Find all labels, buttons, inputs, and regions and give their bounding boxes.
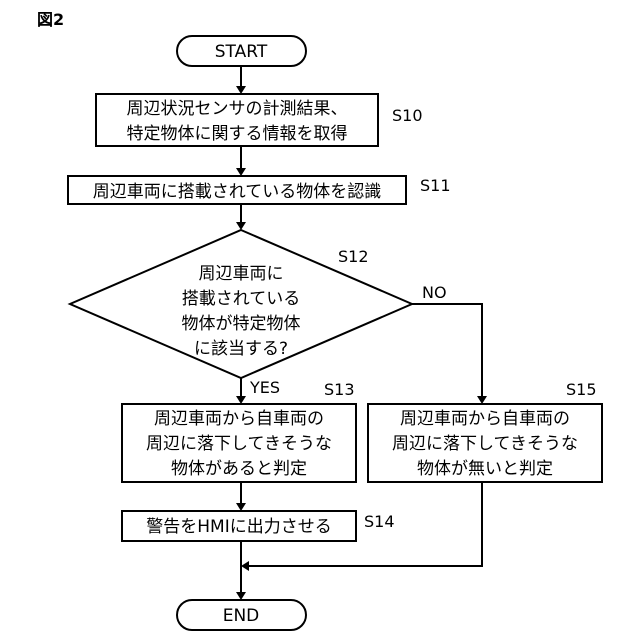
arrowhead: [236, 86, 246, 94]
s12-line-3: 物体が特定物体: [182, 314, 301, 334]
arrowhead: [241, 561, 249, 571]
s13-step-id: S13: [324, 380, 355, 399]
s13-line-3: 物体があると判定: [171, 459, 307, 479]
connector-s12-no-s15: [412, 304, 482, 396]
s13-line-2: 周辺に落下してきそうな: [146, 434, 332, 454]
arrowhead: [236, 222, 246, 230]
step-s10-process: 周辺状況センサの計測結果、 特定物体に関する情報を取得: [96, 94, 378, 146]
s15-line-1: 周辺車両から自車両の: [400, 409, 570, 429]
step-s14-process: 警告をHMIに出力させる: [122, 511, 356, 541]
s14-step-id: S14: [364, 512, 395, 531]
end-terminal: END: [177, 600, 306, 630]
s11-step-id: S11: [420, 176, 451, 195]
s14-line-1: 警告をHMIに出力させる: [146, 517, 331, 537]
s10-line-2: 特定物体に関する情報を取得: [127, 124, 348, 144]
s12-line-1: 周辺車両に: [199, 264, 284, 284]
start-label: START: [215, 42, 268, 62]
start-terminal: START: [177, 36, 306, 66]
yes-branch-label: YES: [249, 378, 280, 397]
step-s15-process: 周辺車両から自車両の 周辺に落下してきそうな 物体が無いと判定: [368, 404, 602, 482]
arrowhead: [236, 168, 246, 176]
step-s11-process: 周辺車両に搭載されている物体を認識: [68, 176, 406, 204]
arrowhead: [236, 592, 246, 600]
arrowhead: [477, 396, 487, 404]
s13-line-1: 周辺車両から自車両の: [154, 409, 324, 429]
s15-line-2: 周辺に落下してきそうな: [392, 434, 578, 454]
arrowhead: [236, 503, 246, 511]
arrowhead: [236, 396, 246, 404]
end-label: END: [223, 606, 260, 626]
s12-line-4: に該当する?: [194, 339, 288, 359]
s15-line-3: 物体が無いと判定: [417, 459, 553, 479]
no-branch-label: NO: [422, 283, 447, 302]
s11-line-1: 周辺車両に搭載されている物体を認識: [93, 182, 382, 202]
s15-step-id: S15: [566, 380, 597, 399]
s12-step-id: S12: [338, 247, 369, 266]
step-s13-process: 周辺車両から自車両の 周辺に落下してきそうな 物体があると判定: [122, 404, 356, 482]
s12-line-2: 搭載されている: [182, 289, 301, 309]
s10-step-id: S10: [392, 106, 423, 125]
s10-line-1: 周辺状況センサの計測結果、: [127, 99, 348, 119]
figure-label: 図2: [37, 10, 64, 29]
